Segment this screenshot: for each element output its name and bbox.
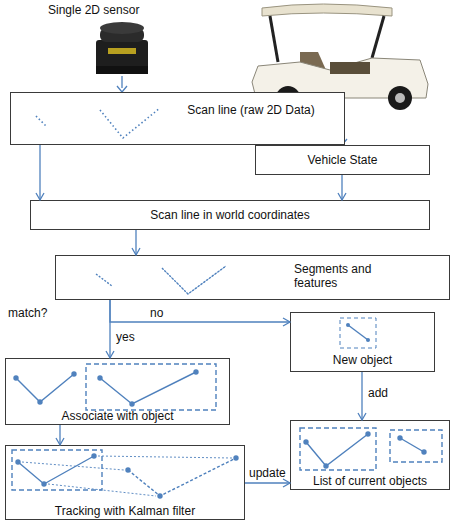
box-label: New object xyxy=(291,353,434,367)
box-label: Scan line in world coordinates xyxy=(31,208,429,222)
process-box: Tracking with Kalman filter xyxy=(5,445,245,520)
process-box: Segments and features xyxy=(55,255,450,300)
box-label: Segments and features xyxy=(294,262,390,290)
annotation-label: Single 2D sensor xyxy=(48,3,139,17)
box-label: Vehicle State xyxy=(256,153,429,167)
edge-label: yes xyxy=(116,330,135,344)
box-label: Scan line (raw 2D Data) xyxy=(176,103,326,117)
box-label: List of current objects xyxy=(291,474,449,488)
edge-label: update xyxy=(249,466,286,480)
flow-arrow xyxy=(361,372,362,420)
process-box: Associate with object xyxy=(5,358,230,425)
process-box: Scan line in world coordinates xyxy=(30,200,430,230)
process-box: Vehicle State xyxy=(255,145,430,175)
flow-arrow xyxy=(59,425,60,445)
sensor-illustration xyxy=(96,22,148,74)
flow-arrow xyxy=(341,175,342,200)
flow-arrow xyxy=(110,300,290,322)
flow-arrow xyxy=(135,230,136,255)
annotation-label: match? xyxy=(8,306,47,320)
flow-arrow xyxy=(245,482,290,483)
edge-label: add xyxy=(368,386,388,400)
flow-arrow xyxy=(39,145,40,200)
process-box: Scan line (raw 2D Data) xyxy=(10,92,345,145)
box-label: Tracking with Kalman filter xyxy=(6,504,244,518)
edge-label: no xyxy=(150,306,163,320)
box-label: Associate with object xyxy=(6,409,229,423)
flow-arrow xyxy=(109,300,110,358)
process-box: List of current objects xyxy=(290,420,450,490)
process-box: New object xyxy=(290,312,435,372)
sensor-arrow xyxy=(121,76,122,88)
